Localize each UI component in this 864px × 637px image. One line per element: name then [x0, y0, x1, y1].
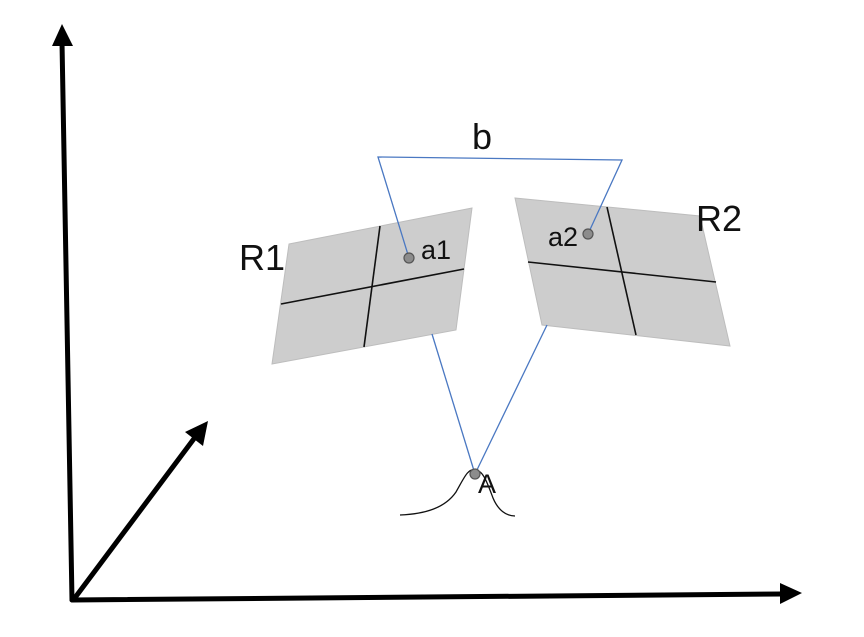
z-axis	[71, 433, 199, 602]
point-a2-label: a2	[548, 222, 578, 252]
ray-right-to-object	[474, 324, 548, 475]
image-plane-r1	[271, 207, 473, 365]
baseline-label: b	[472, 116, 492, 157]
plane-r2-grid-vertical	[606, 206, 637, 336]
z-axis-arrowhead	[185, 421, 208, 446]
projection-rays	[377, 156, 624, 475]
plane-r2-grid-horizontal	[527, 261, 717, 283]
plane-r2-label: R2	[696, 198, 742, 239]
point-a1	[403, 252, 415, 264]
object-surface-curve	[399, 469, 516, 517]
point-a1-label: a1	[421, 235, 451, 265]
y-axis	[59, 39, 75, 603]
ray-left-to-object	[431, 333, 476, 475]
coordinate-axes	[52, 24, 802, 604]
x-axis	[69, 591, 785, 603]
point-a2	[582, 228, 594, 240]
y-axis-arrowhead	[52, 24, 73, 46]
x-axis-arrowhead	[780, 583, 802, 604]
object-point-a-label: A	[478, 469, 496, 499]
image-plane-r2	[514, 197, 731, 347]
plane-r1-grid-horizontal	[280, 268, 465, 305]
baseline-ray	[377, 156, 624, 259]
plane-r1-label: R1	[239, 237, 285, 278]
object-point-a	[469, 468, 481, 480]
